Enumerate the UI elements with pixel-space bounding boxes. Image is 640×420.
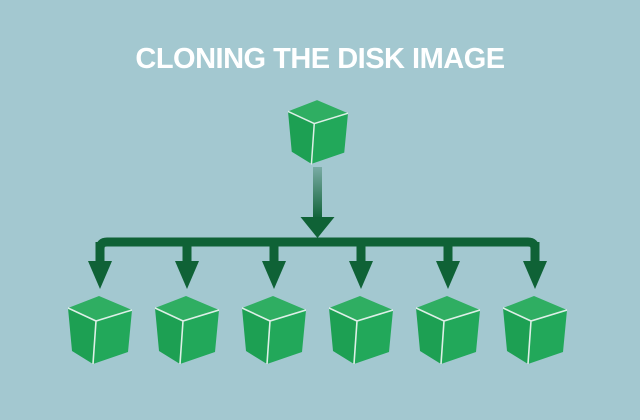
branch-arrow-4	[349, 242, 373, 289]
cube-left-face	[242, 308, 270, 364]
clone-flow-arrow-icon	[300, 167, 335, 238]
clone-disk-cube-4	[329, 296, 393, 364]
cube-right-face	[267, 310, 306, 364]
cube-edge-lines	[155, 307, 219, 364]
branch-arrow-6	[523, 242, 547, 289]
branch-arrow-5	[436, 242, 460, 289]
branch-arrow-head	[349, 261, 373, 289]
cube-left-face	[155, 308, 183, 364]
cube-left-face	[416, 308, 444, 364]
arrow-shaft	[313, 167, 322, 219]
branch-arrow-head	[175, 261, 199, 289]
clone-disk-cube-6	[503, 296, 567, 364]
cube-right-face	[528, 310, 567, 364]
cube-right-face	[93, 310, 132, 364]
distribution-connector	[88, 237, 547, 289]
branch-arrow-head	[262, 261, 286, 289]
arrow-head	[300, 217, 335, 238]
cube-left-face	[329, 308, 357, 364]
branch-arrow-3	[262, 242, 286, 289]
cube-right-face	[441, 310, 480, 364]
cube-right-face	[354, 310, 393, 364]
branch-arrow-1	[88, 242, 112, 289]
branch-arrow-head	[436, 261, 460, 289]
branch-arrow-group	[88, 242, 547, 289]
branch-arrow-head	[523, 261, 547, 289]
clone-disk-cube-2	[155, 296, 219, 364]
cube-edge-lines	[329, 307, 393, 364]
branch-arrow-2	[175, 242, 199, 289]
cube-left-face	[288, 111, 315, 164]
cube-edge-lines	[288, 110, 348, 165]
cube-edge-lines	[68, 307, 132, 364]
cube-edge-lines	[242, 307, 306, 364]
clone-disk-cube-1	[68, 296, 132, 364]
clone-disk-cube-3	[242, 296, 306, 364]
cube-left-face	[503, 308, 531, 364]
cube-right-face	[311, 113, 348, 164]
cube-edge-lines	[503, 307, 567, 364]
clone-disk-cube-5	[416, 296, 480, 364]
diagram-title: CLONING THE DISK IMAGE	[135, 43, 505, 75]
cube-edge-lines	[416, 307, 480, 364]
connector-trunk-line	[95, 237, 540, 263]
branch-arrow-head	[88, 261, 112, 289]
cube-right-face	[180, 310, 219, 364]
source-disk-cube-icon	[288, 100, 348, 165]
cube-left-face	[68, 308, 96, 364]
